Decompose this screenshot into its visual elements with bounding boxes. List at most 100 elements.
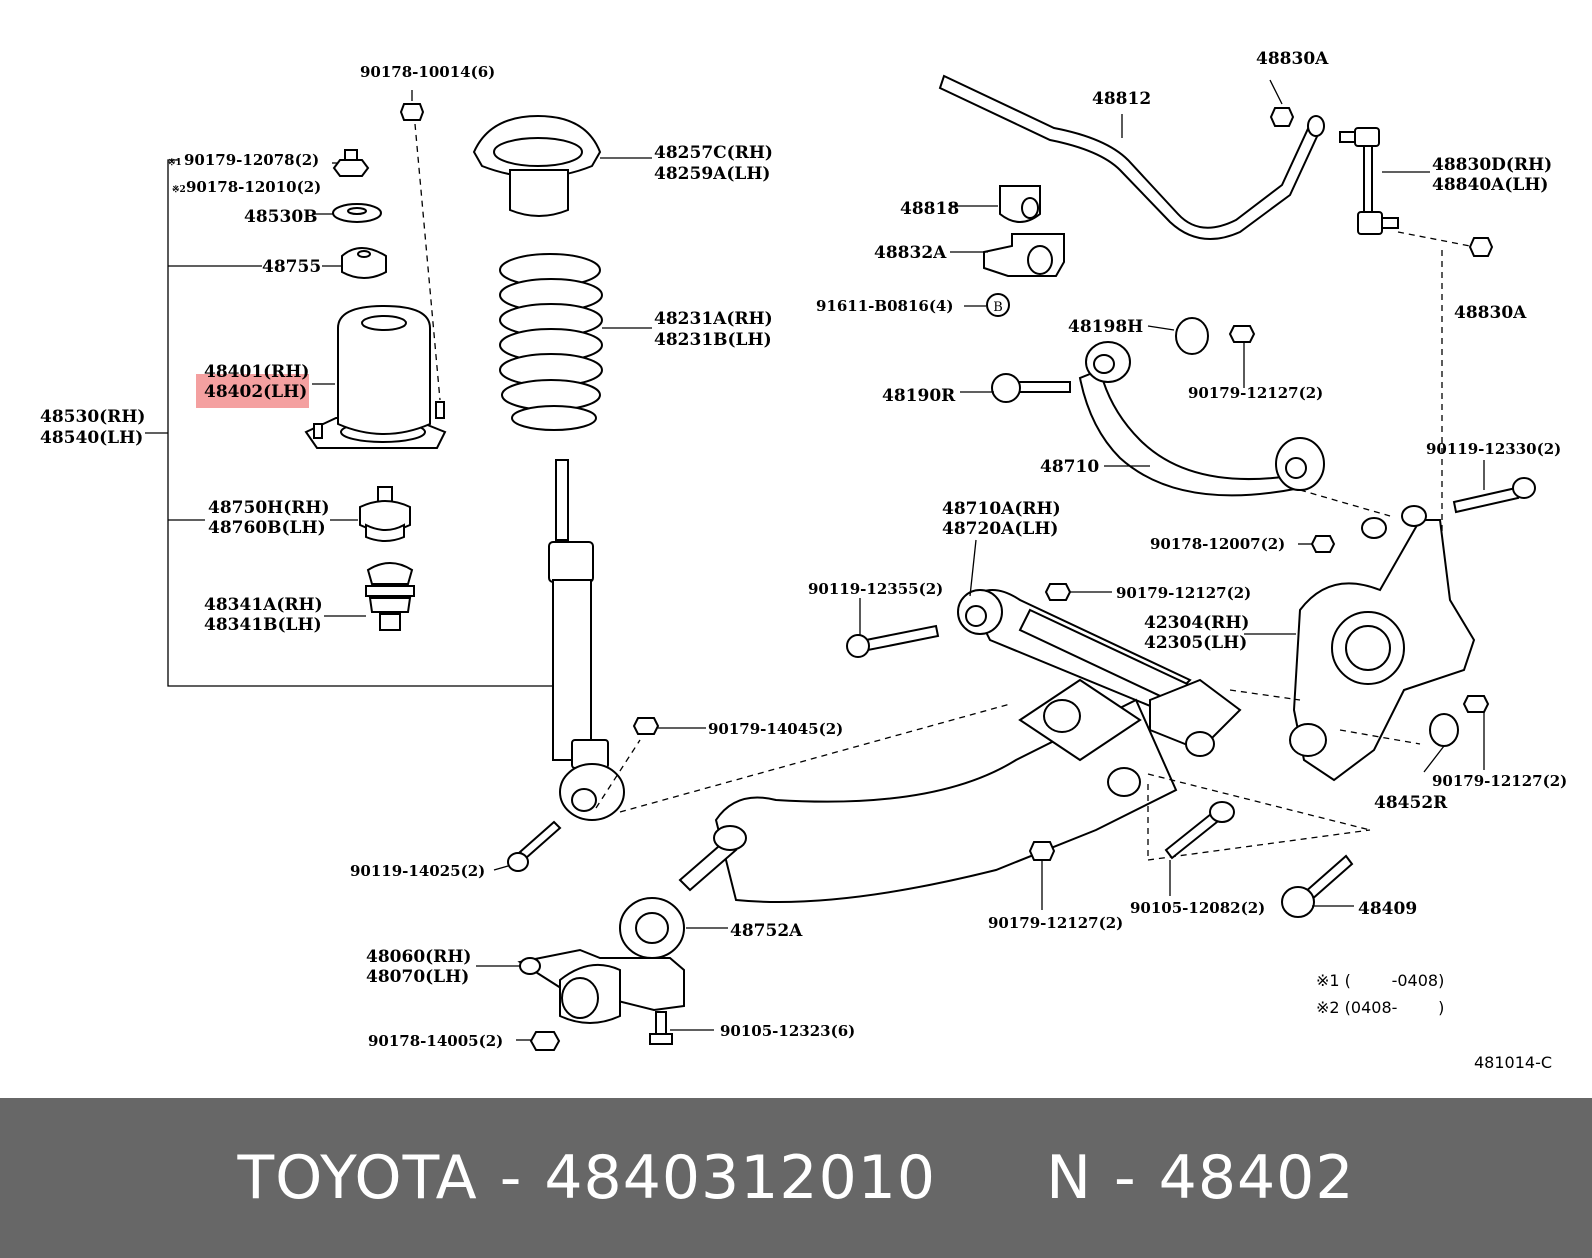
label-90178-10014[interactable]: 90178-10014(6): [360, 63, 495, 81]
label-48231b[interactable]: 48231B(LH): [654, 330, 772, 350]
shock-absorber-icon: [548, 459, 625, 821]
label-48710a[interactable]: 48710A(RH): [942, 499, 1061, 519]
leader-lines: [476, 79, 1485, 1041]
nut-90179-12127-a-icon: [1228, 325, 1256, 343]
bushing-48750h-icon: [359, 486, 411, 542]
label-90179-12127-b[interactable]: 90179-12127(2): [1116, 584, 1251, 602]
b-circle-icon: B: [986, 293, 1010, 317]
label-48409[interactable]: 48409: [1358, 899, 1417, 919]
bolt-90105-12082-icon: [1164, 801, 1235, 860]
nut-90178-12007-icon: [1310, 535, 1336, 553]
label-42304[interactable]: 42304(RH): [1144, 613, 1249, 633]
nut-90179-12127-b-icon: [1044, 583, 1072, 601]
label-48257c[interactable]: 48257C(RH): [654, 143, 773, 163]
label-48818[interactable]: 48818: [900, 199, 959, 219]
label-90179-12078[interactable]: 90179-12078(2): [184, 151, 319, 169]
label-48070[interactable]: 48070(LH): [366, 967, 469, 987]
nut-upper-icon: [399, 90, 441, 401]
cam-bolt-48409-icon: [1281, 854, 1354, 918]
nut-90179-14045-icon: [632, 717, 660, 735]
cam-plate-48198h-icon: [1175, 317, 1209, 355]
label-48341b[interactable]: 48341B(LH): [204, 615, 322, 635]
label-90178-12007[interactable]: 90178-12007(2): [1150, 535, 1285, 553]
cam-48452r-icon: [1429, 713, 1459, 747]
footer-dash-1: -: [499, 1143, 523, 1213]
diagram-ref-code: 481014-C: [1474, 1053, 1552, 1072]
label-48750h[interactable]: 48750H(RH): [208, 498, 329, 518]
note-2: ※2 (0408- ): [1316, 998, 1444, 1017]
label-48752a[interactable]: 48752A: [730, 921, 803, 941]
footer-brand: TOYOTA: [237, 1143, 478, 1213]
note-1: ※1 ( -0408): [1316, 971, 1444, 990]
cushion-48755-icon: [341, 247, 387, 279]
bolt-90119-12355-icon: [846, 624, 940, 658]
bushing-48818-icon: [999, 185, 1041, 223]
label-90179-14045[interactable]: 90179-14045(2): [708, 720, 843, 738]
label-90179-12127-c[interactable]: 90179-12127(2): [1432, 772, 1567, 790]
footer-part-number: 4840312010: [544, 1143, 937, 1213]
label-48402[interactable]: 48402(LH): [204, 382, 307, 402]
mark-2: ※2: [172, 185, 186, 195]
nut-90179-icon: [332, 149, 370, 177]
footer-ref-number: 48402: [1158, 1143, 1355, 1213]
label-48830a-top[interactable]: 48830A: [1256, 49, 1329, 69]
stabilizer-link-48830d-icon: [1339, 127, 1399, 235]
spring-seat-48257c-icon: [472, 114, 602, 217]
label-48190r[interactable]: 48190R: [882, 386, 956, 406]
label-90179-12127-a[interactable]: 90179-12127(2): [1188, 384, 1323, 402]
bump-stopper-48341a-icon: [365, 562, 415, 631]
label-48060[interactable]: 48060(RH): [366, 947, 471, 967]
nut-48830a-top-icon: [1269, 107, 1295, 127]
label-48231a[interactable]: 48231A(RH): [654, 309, 773, 329]
label-48710[interactable]: 48710: [1040, 457, 1099, 477]
label-48832a[interactable]: 48832A: [874, 243, 947, 263]
b-circle-label: B: [993, 300, 1003, 315]
footer-banner: TOYOTA - 4840312010 N - 48402: [0, 1098, 1592, 1258]
label-48540[interactable]: 48540(LH): [40, 428, 143, 448]
label-48755[interactable]: 48755: [262, 257, 321, 277]
label-91611[interactable]: 91611-B0816(4): [816, 297, 953, 315]
label-48259a[interactable]: 48259A(LH): [654, 164, 770, 184]
label-90105-12082[interactable]: 90105-12082(2): [1130, 899, 1265, 917]
label-48530[interactable]: 48530(RH): [40, 407, 145, 427]
label-48830a-right[interactable]: 48830A: [1454, 303, 1527, 323]
nut-90179-12127-d-icon: [1028, 841, 1056, 861]
parts-diagram: B: [40, 49, 1567, 1072]
label-48720a[interactable]: 48720A(LH): [942, 519, 1058, 539]
label-90105-12323[interactable]: 90105-12323(6): [720, 1022, 855, 1040]
stabilizer-bar-48812-icon: [938, 74, 1325, 240]
bushing-48752a-icon: [619, 897, 685, 959]
label-90119-12330[interactable]: 90119-12330(2): [1426, 440, 1561, 458]
mark-1: ※1: [168, 158, 182, 168]
bracket-48832a-icon: [983, 233, 1065, 277]
upper-arm-48710-icon: [1078, 341, 1325, 497]
washer-48530b-icon: [332, 203, 382, 223]
label-48452r[interactable]: 48452R: [1374, 793, 1448, 813]
diagram-labels: 90178-10014(6) ※1 90179-12078(2) ※2 9017…: [40, 49, 1567, 1072]
bolt-90105-12323-icon: [649, 1011, 673, 1045]
label-90178-12010[interactable]: 90178-12010(2): [186, 178, 321, 196]
bolt-90119-12330-icon: [1452, 477, 1536, 514]
label-48198h[interactable]: 48198H: [1068, 317, 1143, 337]
highlight-box: [196, 374, 309, 408]
footer-prefix: N: [1046, 1143, 1092, 1213]
label-90119-12355[interactable]: 90119-12355(2): [808, 580, 943, 598]
label-48401[interactable]: 48401(RH): [204, 362, 309, 382]
label-90119-14025[interactable]: 90119-14025(2): [350, 862, 485, 880]
dust-boot-48401-icon: [304, 304, 447, 449]
knuckle-42304-icon: [1289, 505, 1476, 782]
label-48830d[interactable]: 48830D(RH): [1432, 155, 1552, 175]
left-bracket-lines: [145, 159, 563, 687]
coil-spring-48231a-icon: [499, 253, 603, 431]
nut-90178-14005-icon: [529, 1031, 561, 1051]
label-48341a[interactable]: 48341A(RH): [204, 595, 323, 615]
footer-dash-2: -: [1114, 1143, 1137, 1213]
label-90179-12127-d[interactable]: 90179-12127(2): [988, 914, 1123, 932]
trailing-dash-lines: [595, 489, 1421, 861]
label-48840a[interactable]: 48840A(LH): [1432, 175, 1548, 195]
label-90178-14005[interactable]: 90178-14005(2): [368, 1032, 503, 1050]
label-48530b[interactable]: 48530B: [244, 207, 318, 227]
label-42305[interactable]: 42305(LH): [1144, 633, 1247, 653]
label-48812[interactable]: 48812: [1092, 89, 1151, 109]
label-48760b[interactable]: 48760B(LH): [208, 518, 326, 538]
